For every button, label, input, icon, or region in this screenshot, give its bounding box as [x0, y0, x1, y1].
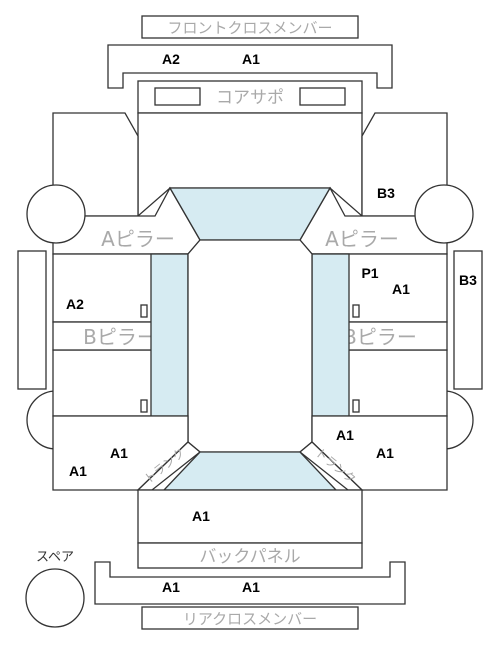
left-rear-quarter-code: A1: [110, 445, 128, 461]
left-front-handle: [140, 304, 148, 318]
left-a-pillar-label: Aピラー: [101, 227, 175, 251]
core-support-label: コアサポ: [216, 88, 284, 108]
left-rear-handle: [140, 399, 148, 413]
left-b-pillar-label: Bピラー: [83, 325, 157, 349]
right-side-outer-code: B3: [459, 272, 477, 288]
right-front-handle: [352, 304, 360, 318]
right-a-pillar-label: Aピラー: [325, 227, 399, 251]
front-cross-right-code: A1: [242, 51, 260, 67]
right-front-door-p-code: P1: [361, 265, 378, 281]
right-side-sill: [453, 250, 483, 390]
left-side-glass: [150, 253, 189, 417]
trunk-floor: [137, 489, 363, 544]
front-cross-left-code: A2: [162, 51, 180, 67]
right-rear-quarter-code: A1: [376, 445, 394, 461]
spare-label: スペア: [36, 550, 74, 565]
front-right-wheel: [414, 184, 474, 244]
right-rear-handle: [352, 399, 360, 413]
front-left-wheel: [26, 184, 86, 244]
roof: [187, 239, 313, 453]
right-front-door-code: A1: [392, 281, 410, 297]
left-side-sill: [17, 250, 47, 390]
right-b-pillar-label: Bピラー: [343, 325, 417, 349]
core-support-right-slot: [299, 87, 346, 106]
right-side-glass: [311, 253, 350, 417]
left-rear-quarter-low-code: A1: [69, 463, 87, 479]
front-bracket: [107, 44, 393, 89]
front-cross-member-label: フロントクロスメンバー: [167, 19, 332, 37]
right-upper-code: B3: [377, 185, 395, 201]
spare-tire: [25, 568, 85, 628]
front-cross-member-box: [141, 15, 359, 39]
right-rear-door-code: A1: [336, 427, 354, 443]
rear-bracket: [94, 561, 406, 605]
rear-cross-member-box: [141, 606, 359, 630]
left-front-door-code: A2: [66, 296, 84, 312]
back-panel-label: バックパネル: [199, 547, 300, 567]
trunk-floor-code: A1: [192, 508, 210, 524]
right-rear-quarter: [311, 415, 448, 491]
back-panel-box: [137, 542, 363, 569]
core-support-left-slot: [154, 87, 201, 106]
rear-cross-member-label: リアクロスメンバー: [183, 610, 317, 628]
rear-cross-right-code: A1: [242, 579, 260, 595]
rear-cross-left-code: A1: [162, 579, 180, 595]
